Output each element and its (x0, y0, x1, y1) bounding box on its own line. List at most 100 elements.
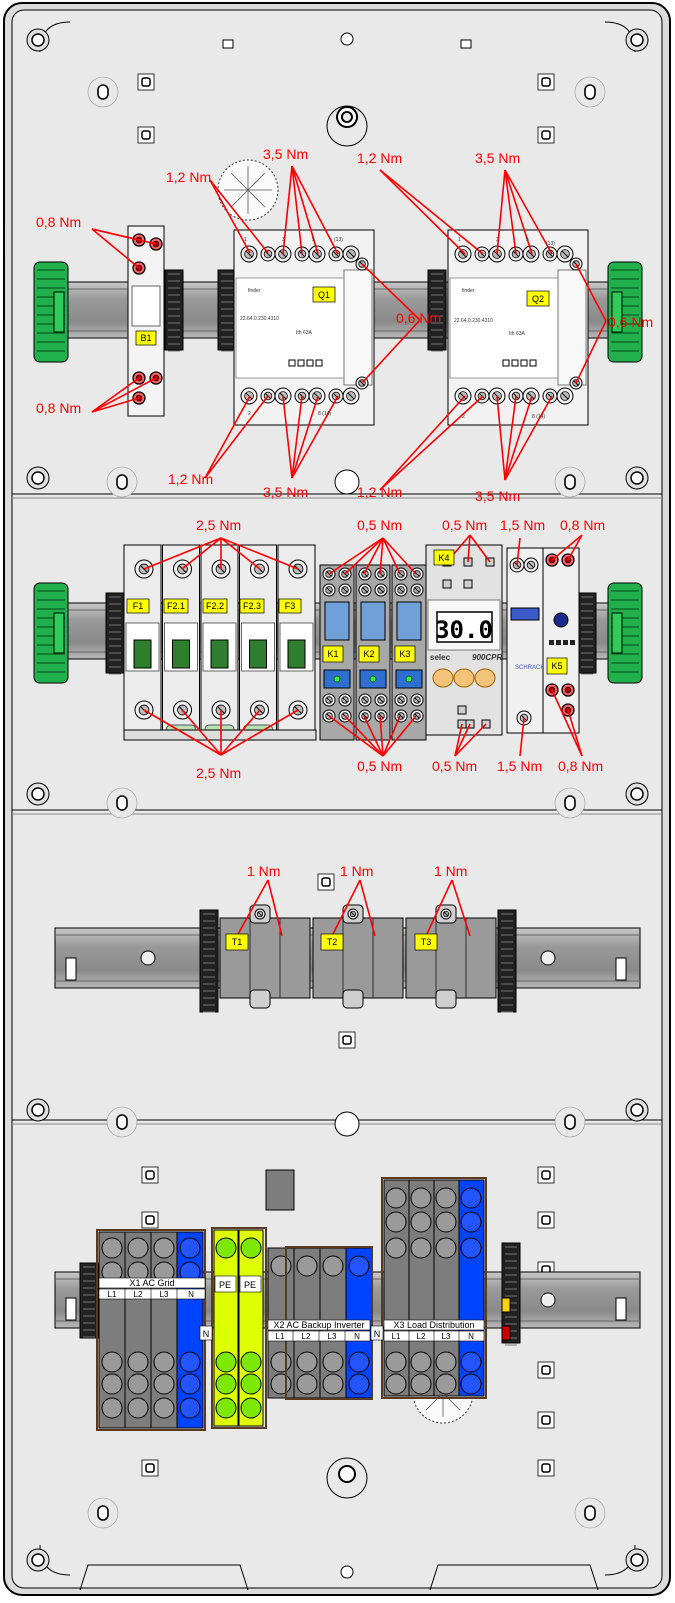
torque-label-k4-bottom: 0,5 Nm (432, 758, 477, 774)
pe-label-2: PE (244, 1280, 256, 1290)
leader-line (91, 228, 140, 269)
pe-label-1: PE (219, 1280, 231, 1290)
x3-title: X3 Load Distribution (393, 1320, 474, 1330)
leader-line (551, 534, 583, 561)
torque-label-k5-top: 0,8 Nm (560, 517, 605, 533)
terminal-screw (153, 1397, 175, 1419)
terminal-column (213, 1229, 239, 1427)
torque-labels: 0,8 Nm 0,8 Nm 1,2 Nm 3,5 Nm 1,2 Nm 3,5 N… (36, 146, 653, 879)
leader-line (209, 179, 251, 254)
schrack-brand: SCHRACK (515, 665, 544, 671)
rail-slot (615, 1297, 627, 1321)
torque-label-b1-bottom: 0,8 Nm (36, 400, 81, 416)
leader-line (382, 715, 417, 757)
slot-hole (106, 787, 138, 819)
torque-label-f-top: 2,5 Nm (196, 517, 241, 533)
torque-label-t2: 1 Nm (340, 863, 373, 879)
leader-line (220, 537, 299, 570)
label-b1: B1 (140, 333, 151, 343)
leader-line (504, 395, 517, 481)
terminal-screw (460, 1187, 482, 1209)
slot-hole (554, 787, 586, 819)
terminal-block-t (312, 904, 404, 1009)
mounting-screw (625, 1548, 649, 1572)
terminal-screw (410, 1211, 432, 1233)
leader-line (359, 879, 376, 937)
leader-line (291, 165, 319, 255)
small-screw (537, 1361, 555, 1379)
terminal-screw (296, 1255, 318, 1277)
fuse-red (501, 1325, 511, 1341)
screw-terminal (410, 583, 424, 597)
screw-terminal (328, 388, 344, 404)
torque-label-schrack-top: 1,5 Nm (500, 517, 545, 533)
rail-screw (140, 950, 156, 966)
torque-label-q2-bottom-small: 1,2 Nm (357, 484, 402, 500)
leader-line (504, 169, 517, 255)
leader-line (379, 715, 384, 757)
terminal-screw (240, 1373, 262, 1395)
terminal-screw (153, 1351, 175, 1373)
cable-gland (217, 159, 279, 221)
torque-label-q2-top-small: 1,2 Nm (357, 150, 402, 166)
terminal-screw (296, 1373, 318, 1395)
screw-terminal (322, 583, 336, 597)
leader-line (204, 395, 251, 479)
label-k4: K4 (438, 553, 449, 563)
terminal-screw (460, 1211, 482, 1233)
terminal-screw (385, 1373, 407, 1395)
torque-label-q1-top-small: 1,2 Nm (166, 169, 211, 185)
terminal-screw (179, 1351, 201, 1373)
screw-terminal (454, 387, 472, 405)
x1-col-l2: L2 (134, 1290, 143, 1299)
leader-line (567, 534, 583, 561)
svg-text:1: 1 (244, 237, 247, 243)
terminal-screw (385, 1187, 407, 1209)
terminal-screw (435, 1373, 457, 1395)
top-hole (340, 32, 354, 46)
mounting-screw (26, 782, 50, 806)
contactor-q1-text: finder 22.64.0.230.4310 Ith 63A 1 3 5 (1… (240, 237, 343, 417)
end-clamp-green (33, 261, 69, 363)
torque-label-t1: 1 Nm (247, 863, 280, 879)
label-k1: K1 (327, 649, 338, 659)
svg-text:2: 2 (248, 411, 251, 417)
leader-line (209, 179, 269, 254)
terminal-screw (460, 1237, 482, 1259)
terminal-screw (179, 1373, 201, 1395)
x1-col-n: N (188, 1290, 194, 1299)
torque-label-f-bottom: 2,5 Nm (196, 765, 241, 781)
contactor-q2-text: finder 22.64.0.230.4310 Ith 63A 1 3 5 (1… (454, 237, 555, 420)
keyhole-bottom-ring (326, 1457, 368, 1499)
slot-hole (554, 466, 586, 498)
screw-terminal (240, 387, 258, 405)
leader-line (91, 377, 157, 413)
leader-line (504, 395, 553, 481)
terminal-screw (460, 1351, 482, 1373)
leader-line (361, 263, 421, 321)
small-screw (137, 73, 155, 91)
leader-line (328, 537, 384, 575)
leader-line (291, 165, 303, 255)
leader-line (567, 709, 583, 757)
slot-hole (574, 1497, 606, 1529)
svg-text:Ith 63A: Ith 63A (509, 331, 526, 337)
svg-text:3: 3 (496, 237, 499, 243)
screw-terminal (328, 246, 344, 262)
screw-terminal (358, 583, 372, 597)
leader-line (382, 537, 401, 575)
screw-terminal (308, 245, 326, 263)
x2-col-l1: L1 (276, 1332, 285, 1341)
mounting-screw (625, 28, 649, 52)
slot-hole (574, 76, 606, 108)
leader-line (291, 395, 303, 479)
terminal-screw (322, 1255, 344, 1277)
torque-label-q1-top-large: 3,5 Nm (263, 146, 308, 162)
leader-line (181, 709, 222, 756)
label-f21: F2.1 (167, 601, 185, 611)
svg-text:5: 5 (526, 237, 529, 243)
leader-line (220, 709, 261, 756)
terminal-screw (179, 1237, 201, 1259)
leader-line (291, 395, 319, 479)
svg-text:8 (14): 8 (14) (318, 411, 331, 417)
